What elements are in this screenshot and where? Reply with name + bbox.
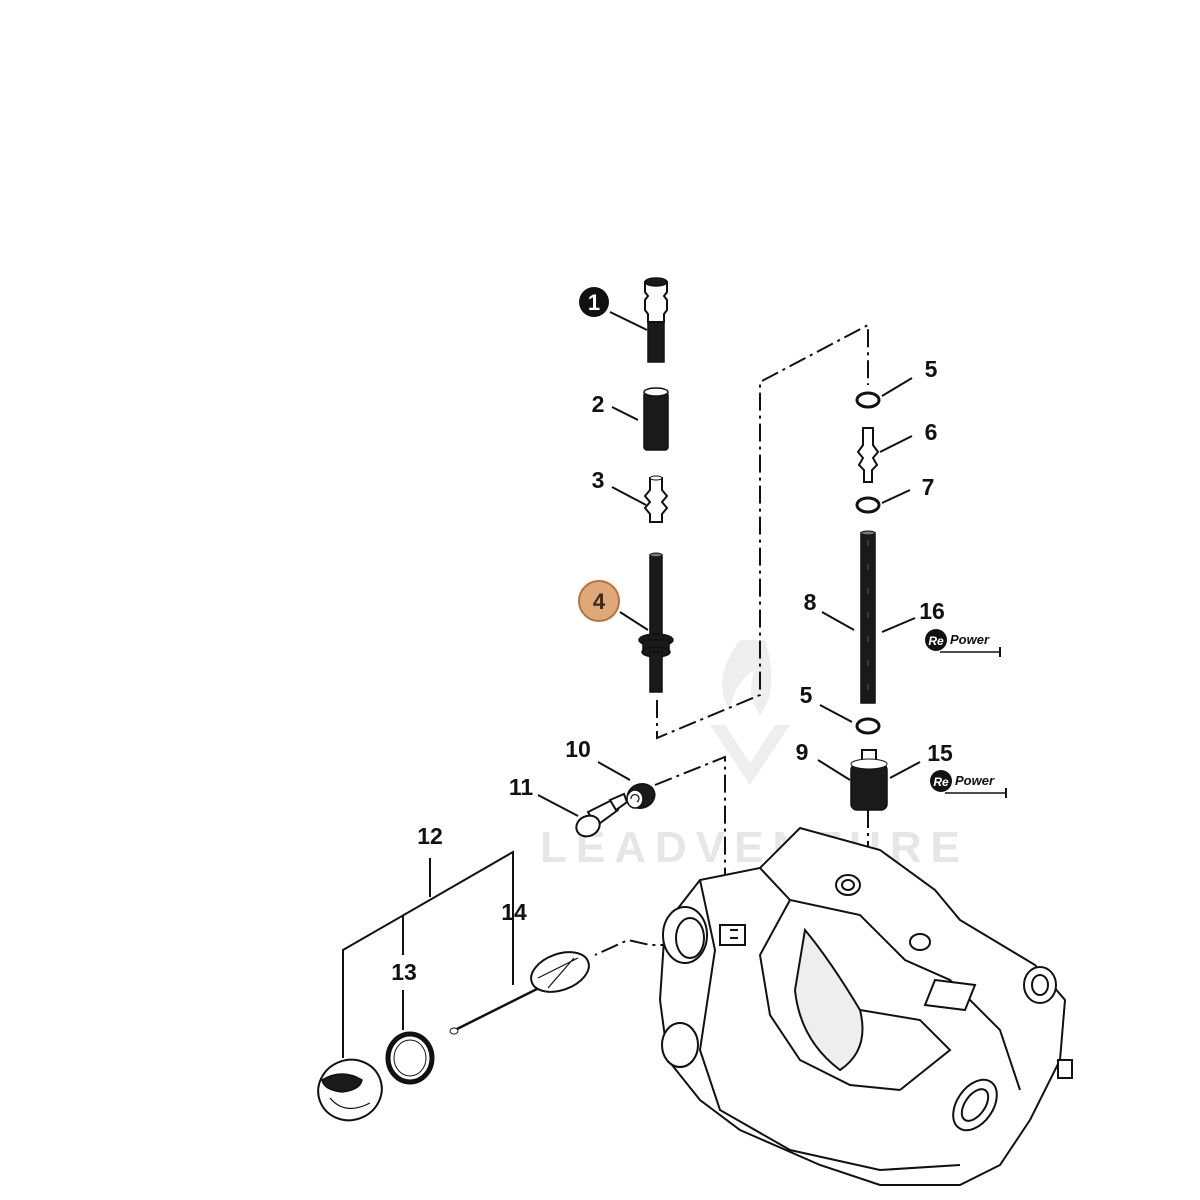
part-14-pickup[interactable] [449, 945, 594, 1035]
repower-badge-15[interactable]: Re Power [930, 770, 1007, 798]
repower-16-prefix: Re [928, 634, 944, 648]
callout-12-label[interactable]: 12 [417, 823, 443, 849]
callout-10-label[interactable]: 10 [565, 736, 591, 762]
part-7-ring[interactable] [855, 496, 881, 514]
callouts: 1 2 3 4 5 6 7 8 16 5 9 15 10 11 12 13 14 [391, 287, 953, 985]
part-5-ring-bottom[interactable] [855, 717, 881, 735]
watermark-text: LEADVENTURE [540, 823, 969, 872]
part-3-fitting[interactable] [643, 475, 669, 523]
part-5-ring-top[interactable] [855, 391, 881, 409]
callout-13-label[interactable]: 13 [391, 959, 417, 985]
part-12-bracket [342, 850, 514, 1058]
callout-16-label[interactable]: 16 [919, 598, 945, 624]
repower-15-suffix: Power [955, 773, 995, 788]
callout-9-label[interactable]: 9 [796, 739, 809, 765]
part-10-grommet[interactable] [624, 780, 659, 812]
callout-5-bottom-label[interactable]: 5 [800, 682, 813, 708]
callout-4[interactable]: 4 [578, 580, 620, 622]
leader-lines [537, 311, 921, 817]
part-11-valve[interactable] [573, 792, 629, 840]
watermark: LEADVENTURE [540, 640, 969, 872]
callout-6-label[interactable]: 6 [925, 419, 938, 445]
part-8-hose[interactable] [860, 530, 876, 704]
part-13-oring[interactable] [385, 1031, 435, 1085]
part-9-filter[interactable] [850, 749, 888, 811]
callout-7-label[interactable]: 7 [922, 474, 935, 500]
repower-badge-16[interactable]: Re Power [925, 629, 1001, 657]
callout-15-label[interactable]: 15 [927, 740, 953, 766]
part-1-connector[interactable] [644, 277, 668, 363]
repower-15-prefix: Re [933, 775, 949, 789]
part-4-hose[interactable] [638, 552, 674, 693]
callout-4-label: 4 [593, 589, 606, 614]
callout-1-label: 1 [588, 290, 600, 315]
callout-1[interactable]: 1 [579, 287, 609, 317]
crankcase-housing [658, 826, 1073, 1186]
callout-3-label[interactable]: 3 [592, 467, 605, 493]
part-2-sleeve[interactable] [643, 387, 669, 451]
callout-11-label[interactable]: 11 [509, 774, 534, 800]
callout-14-label[interactable]: 14 [501, 899, 527, 925]
repower-16-suffix: Power [950, 632, 990, 647]
callout-5-top-label[interactable]: 5 [925, 356, 938, 382]
part-12-cap[interactable] [310, 1051, 391, 1129]
part-6-nipple[interactable] [856, 427, 880, 483]
callout-2-label[interactable]: 2 [592, 391, 605, 417]
callout-8-label[interactable]: 8 [804, 589, 817, 615]
